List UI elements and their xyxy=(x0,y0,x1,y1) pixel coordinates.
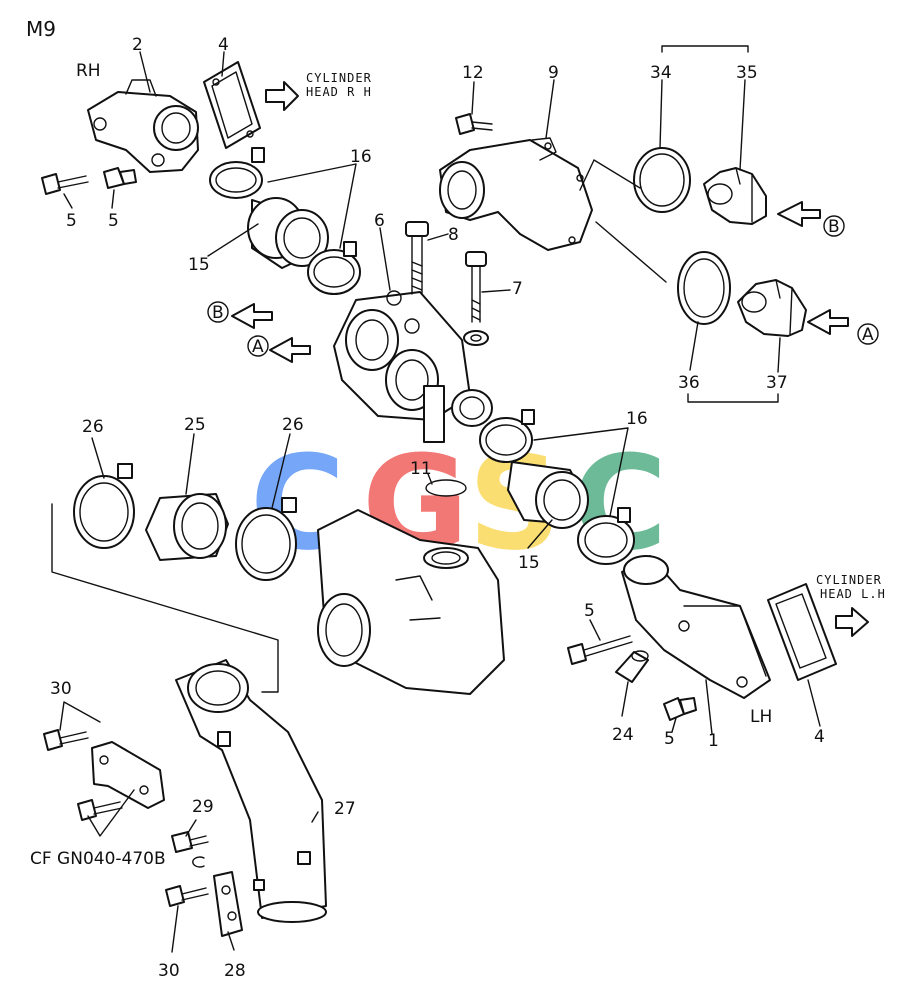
callout-5-lh-b: 5 xyxy=(664,729,675,749)
callout-25: 25 xyxy=(184,415,206,435)
part-water-pump-inlet xyxy=(317,509,505,695)
part-35-37-thermostats xyxy=(703,167,807,337)
callout-34: 34 xyxy=(650,63,672,83)
callout-7: 7 xyxy=(512,279,523,299)
arrow-label-rh-line1: CYLINDER xyxy=(306,71,372,85)
callout-5-rh-b: 5 xyxy=(108,211,119,231)
callout-9: 9 xyxy=(548,63,559,83)
callout-12: 12 xyxy=(462,63,484,83)
callout-30-upper: 30 xyxy=(50,679,72,699)
arrow-label-rh-line2: HEAD R H xyxy=(306,85,372,99)
flow-marker-a-left: A xyxy=(252,337,264,357)
part-5-24-fasteners-lh xyxy=(567,635,697,721)
part-15-16-hose-upper xyxy=(209,147,361,295)
part-4-gasket-lh xyxy=(767,583,837,681)
callout-2: 2 xyxy=(132,35,143,55)
arrow-to-head-lh xyxy=(835,607,869,637)
callout-8: 8 xyxy=(448,225,459,245)
callout-4-rh: 4 xyxy=(218,35,229,55)
arrow-to-head-rh xyxy=(265,81,299,111)
part-6-thermostat-housing xyxy=(333,290,493,443)
callout-29: 29 xyxy=(192,797,214,817)
part-25-26-hose-lower xyxy=(73,463,297,581)
callout-26-left: 26 xyxy=(82,417,104,437)
callout-16-upper: 16 xyxy=(350,147,372,167)
part-4-gasket-rh xyxy=(203,61,261,149)
part-11-oring xyxy=(425,479,467,497)
leader-lines xyxy=(51,45,821,953)
part-27-pipe xyxy=(175,659,327,923)
part-5-bolts-rh xyxy=(41,167,137,195)
callout-5-rh-a: 5 xyxy=(66,211,77,231)
part-9-12-housing xyxy=(439,113,593,251)
part-2-outlet-rh xyxy=(87,79,199,173)
arrow-label-lh-line1: CYLINDER xyxy=(816,573,882,587)
callout-15-upper: 15 xyxy=(188,255,210,275)
callout-6: 6 xyxy=(374,211,385,231)
callout-24: 24 xyxy=(612,725,634,745)
page-code: M9 xyxy=(26,17,56,41)
callout-11: 11 xyxy=(410,459,432,479)
callout-35: 35 xyxy=(736,63,758,83)
part-34-36-gaskets xyxy=(633,147,731,325)
callout-1: 1 xyxy=(708,731,719,751)
callout-4-lh: 4 xyxy=(814,727,825,747)
arrow-a-out xyxy=(269,337,311,363)
part-15-16-hose-right xyxy=(479,409,635,565)
side-label-lh: LH xyxy=(750,707,772,727)
flow-marker-b-right: B xyxy=(828,217,840,237)
callout-16-lower: 16 xyxy=(626,409,648,429)
callout-27: 27 xyxy=(334,799,356,819)
arrow-b-out xyxy=(231,303,273,329)
callout-5-lh-a: 5 xyxy=(584,601,595,621)
callout-30-lower: 30 xyxy=(158,961,180,981)
callout-15-lower: 15 xyxy=(518,553,540,573)
callout-28: 28 xyxy=(224,961,246,981)
part-1-outlet-lh xyxy=(621,555,771,699)
callout-26-right: 26 xyxy=(282,415,304,435)
flow-marker-a-right: A xyxy=(862,325,874,345)
reference-note: CF GN040-470B xyxy=(30,849,166,869)
flow-marker-b-left: B xyxy=(212,303,224,323)
part-7-8-bolts xyxy=(405,221,489,346)
arrow-label-lh-line2: HEAD L.H xyxy=(820,587,886,601)
arrow-a-in xyxy=(807,309,849,335)
side-label-rh: RH xyxy=(76,61,101,81)
part-28-29-plate xyxy=(171,831,243,937)
part-30-bracket xyxy=(43,729,209,907)
callout-36: 36 xyxy=(678,373,700,393)
callout-37: 37 xyxy=(766,373,788,393)
labels: M9 RH LH CF GN040-470B CYLINDER HEAD R H… xyxy=(26,17,886,981)
arrow-b-in xyxy=(777,201,821,227)
arrows xyxy=(231,81,869,637)
